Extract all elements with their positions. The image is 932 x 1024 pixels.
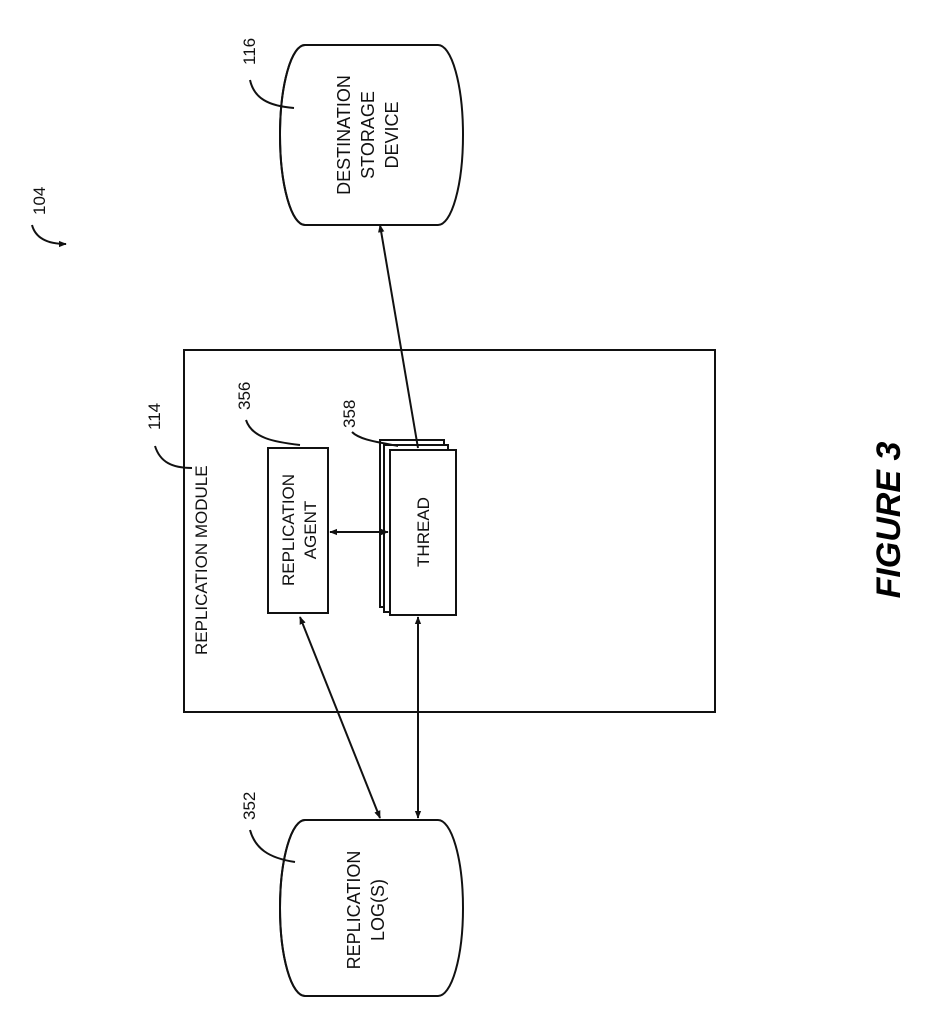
thread-label: THREAD xyxy=(414,497,433,567)
replication-agent-line2: AGENT xyxy=(301,501,320,560)
ref-358-label: 358 xyxy=(340,400,359,428)
destination-label-line1: DESTINATION xyxy=(334,75,354,195)
replication-module-label: REPLICATION MODULE xyxy=(192,465,211,655)
figure-label: FIGURE 3 xyxy=(870,442,908,599)
ref-352-label: 352 xyxy=(240,792,259,820)
replication-logs: REPLICATION LOG(S) 352 xyxy=(240,792,463,996)
replication-agent-line1: REPLICATION xyxy=(279,474,298,586)
ref-114-label: 114 xyxy=(145,403,164,430)
ref-104-arrow xyxy=(32,225,66,244)
ref-116-label: 116 xyxy=(240,38,259,65)
destination-label-line3: DEVICE xyxy=(382,101,402,168)
logs-label-line1: REPLICATION xyxy=(344,851,364,970)
ref-356-label: 356 xyxy=(235,382,254,410)
destination-storage-device: DESTINATION STORAGE DEVICE 116 xyxy=(240,38,463,225)
system-ref-104: 104 xyxy=(30,187,66,244)
ref-104-label: 104 xyxy=(30,187,49,215)
logs-label-line2: LOG(S) xyxy=(368,879,388,941)
destination-label-line2: STORAGE xyxy=(358,91,378,179)
